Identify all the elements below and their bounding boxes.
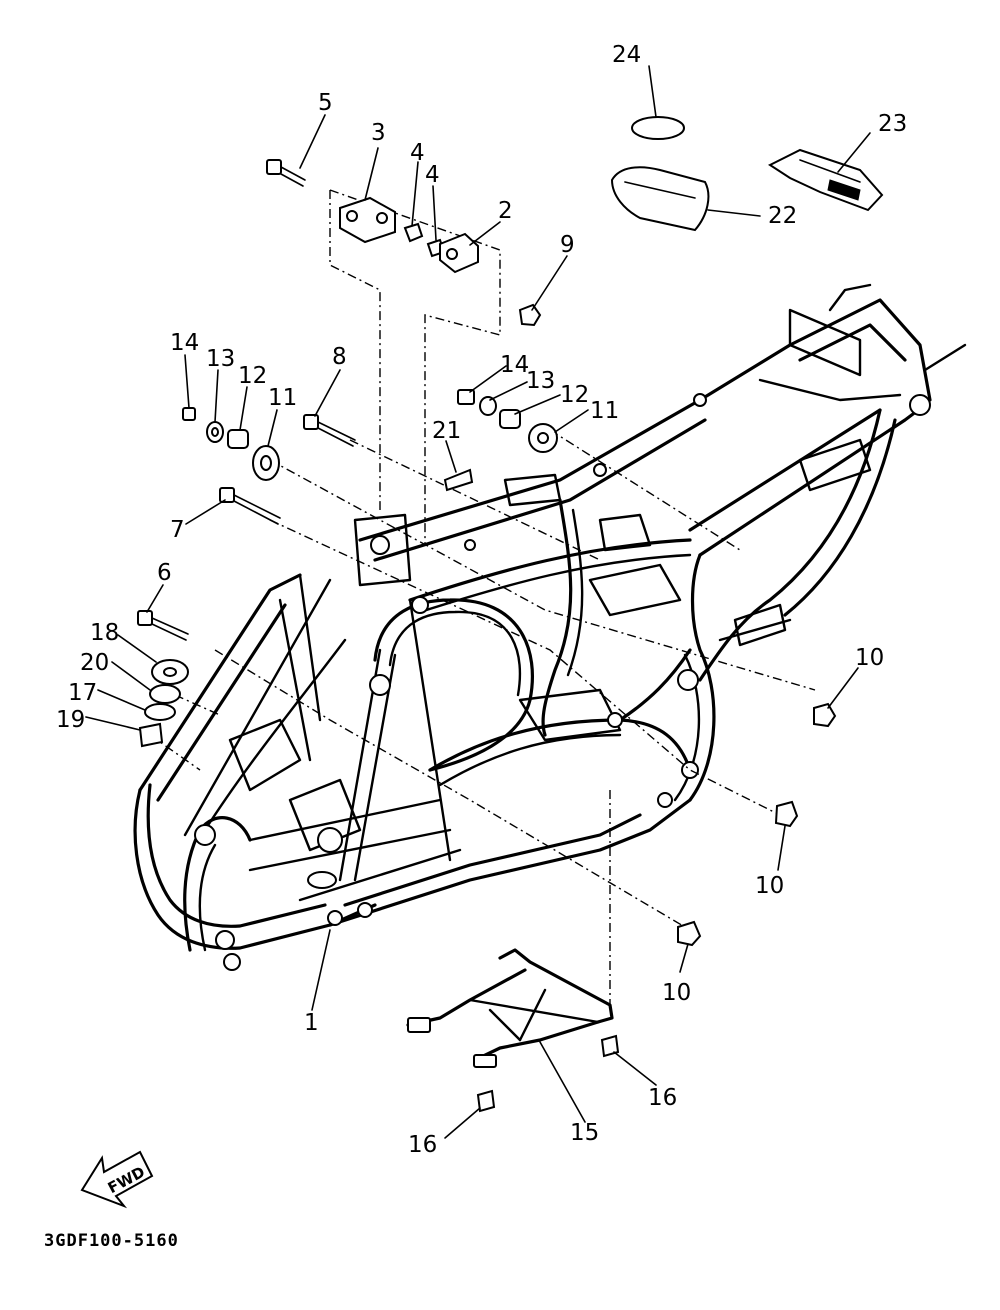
part-cushion-18	[151, 659, 189, 685]
callout-17: 17	[68, 680, 97, 706]
assembly-guide-lines	[149, 189, 816, 1010]
part-bolt-8	[303, 414, 356, 447]
callout-14a: 14	[170, 330, 199, 356]
callout-23: 23	[878, 111, 907, 137]
callout-12b: 12	[560, 382, 589, 408]
parts	[137, 116, 884, 1113]
callout-13a: 13	[206, 346, 235, 372]
callout-21: 21	[432, 418, 461, 444]
callout-2: 2	[498, 198, 513, 224]
part-bolt-6	[137, 610, 189, 641]
part-bracket-3	[339, 196, 396, 244]
part-bolt-16a	[600, 1034, 620, 1058]
callout-14b: 14	[500, 352, 529, 378]
callout-16a: 16	[648, 1085, 677, 1111]
part-bolt-16b	[476, 1089, 496, 1113]
callout-10b: 10	[755, 873, 784, 899]
part-nut-4a	[403, 222, 424, 243]
part-bolt-5	[266, 159, 306, 187]
part-nut-10a	[813, 702, 837, 728]
part-clip-19	[138, 722, 164, 748]
part-strap-23	[767, 148, 884, 212]
callout-1: 1	[304, 1010, 319, 1036]
part-collar-12a	[227, 429, 249, 449]
part-label-24	[631, 116, 685, 140]
forward-direction-indicator: FWD	[80, 1150, 154, 1209]
callout-11b: 11	[590, 398, 619, 424]
part-bushing-11b	[528, 423, 558, 453]
callout-10c: 10	[662, 980, 691, 1006]
part-pad-22	[610, 166, 710, 232]
leader-lines	[85, 65, 871, 1139]
part-washer-13a	[206, 421, 224, 443]
callout-19: 19	[56, 707, 85, 733]
callout-11a: 11	[268, 385, 297, 411]
part-bushing-11a	[252, 445, 280, 481]
callout-5: 5	[318, 90, 333, 116]
callout-15: 15	[570, 1120, 599, 1146]
part-nut-10c	[677, 920, 702, 947]
part-skid-bracket-15	[406, 948, 614, 1068]
part-nut-9	[518, 303, 542, 327]
callout-6: 6	[157, 560, 172, 586]
callout-4b: 4	[425, 162, 440, 188]
callout-7: 7	[170, 517, 185, 543]
part-label-21	[443, 468, 474, 492]
callout-3: 3	[371, 120, 386, 146]
callout-22: 22	[768, 203, 797, 229]
part-washer-13b	[479, 396, 497, 416]
part-bolt-7	[219, 487, 281, 525]
main-frame	[133, 283, 967, 971]
callout-24: 24	[612, 42, 641, 68]
callout-8: 8	[332, 344, 347, 370]
drawing-code: 3GDF100-5160	[44, 1231, 179, 1251]
callout-9: 9	[560, 232, 575, 258]
callout-numbers: 1 2 3 4 4 5 6 7 8 9 10 10 10 11 11 12 12…	[56, 42, 907, 1158]
callout-12a: 12	[238, 363, 267, 389]
callout-13b: 13	[526, 368, 555, 394]
part-bolt-14a	[182, 407, 196, 421]
callout-20: 20	[80, 650, 109, 676]
callout-16b: 16	[408, 1132, 437, 1158]
callout-10a: 10	[855, 645, 884, 671]
part-nut-10b	[774, 800, 799, 828]
part-washer-17	[144, 703, 176, 721]
forward-arrow-icon	[80, 1150, 154, 1209]
part-bolt-14b	[457, 389, 475, 405]
callout-18: 18	[90, 620, 119, 646]
part-bracket-2	[439, 232, 479, 274]
part-collar-20	[149, 684, 181, 704]
callout-4a: 4	[410, 140, 425, 166]
